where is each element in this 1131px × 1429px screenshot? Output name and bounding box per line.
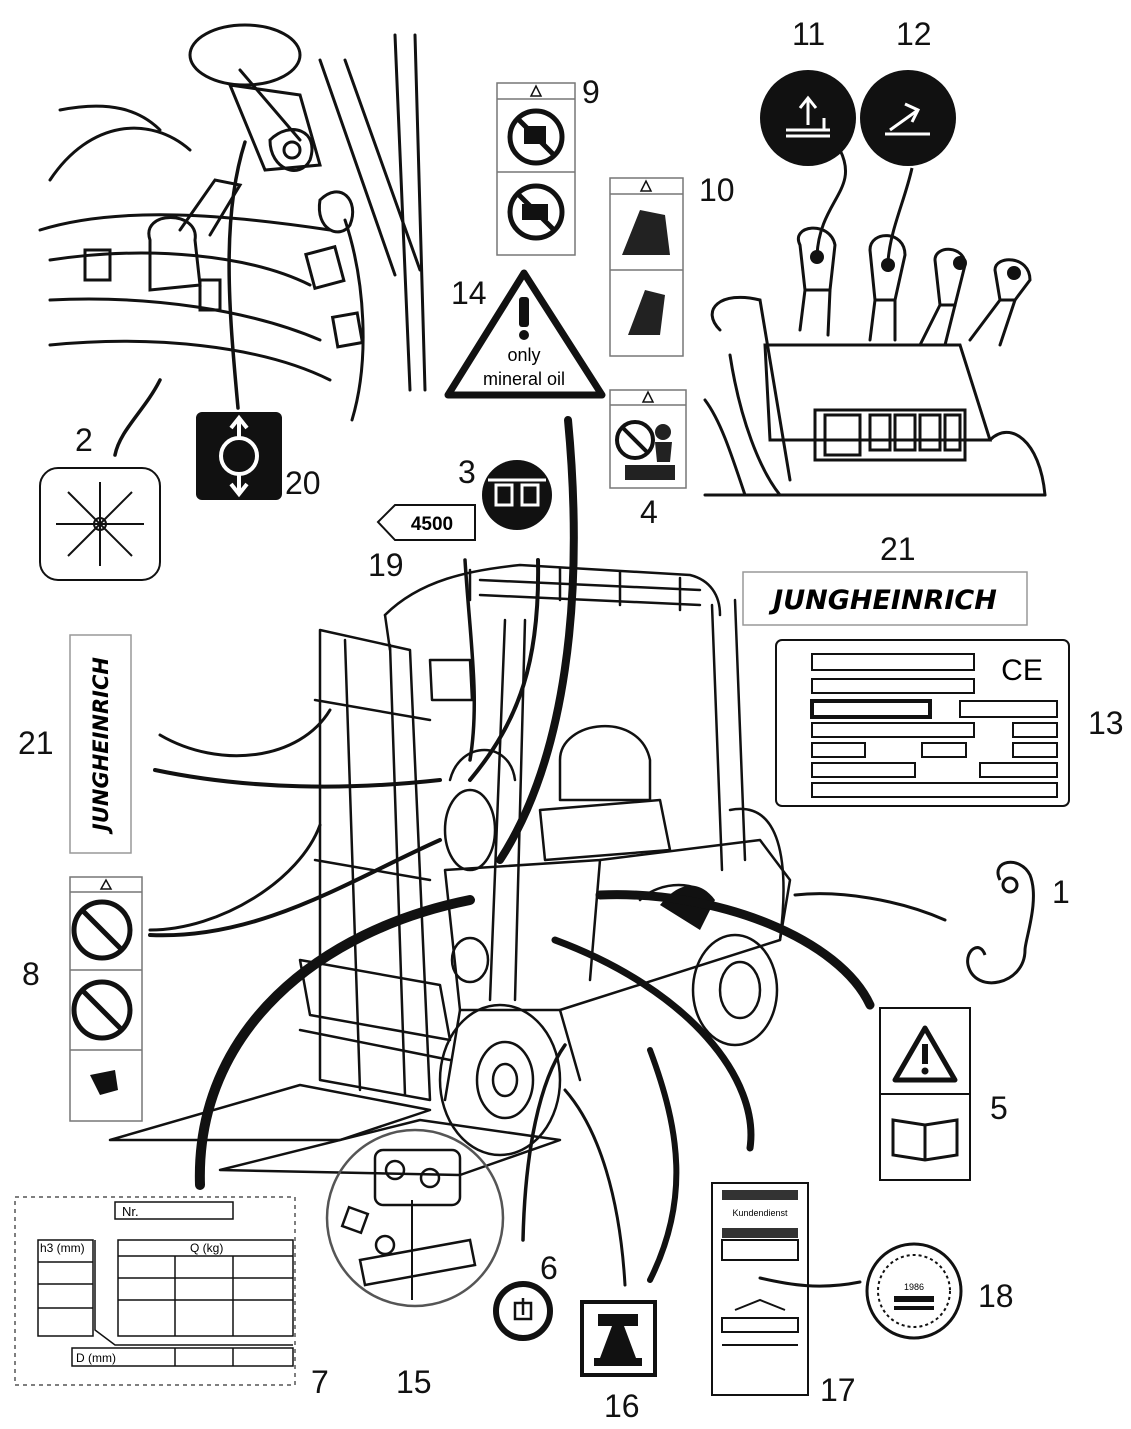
load-chart-q: Q (kg) — [190, 1241, 223, 1255]
nameplate — [775, 639, 1070, 807]
fork-lock-detail — [325, 1128, 505, 1308]
callout-1: 1 — [1052, 874, 1070, 910]
cab-detail-drawing — [38, 23, 427, 392]
callout-19: 19 — [368, 547, 404, 583]
load-chart-d: D (mm) — [76, 1351, 116, 1365]
callout-11: 11 — [792, 16, 826, 52]
callout-18: 18 — [978, 1278, 1014, 1314]
callout-20: 20 — [285, 465, 321, 501]
callout-17: 17 — [820, 1372, 856, 1408]
mineral-oil-line2: mineral oil — [483, 369, 565, 389]
brand-decal-vertical — [69, 634, 132, 854]
callout-8: 8 — [22, 956, 40, 992]
lever-detail-drawing — [703, 226, 1047, 497]
leader-lines — [113, 140, 947, 1288]
callout-4: 4 — [640, 494, 658, 530]
hook-icon — [966, 860, 1035, 985]
no-standing-under-load-icon — [496, 82, 576, 256]
no-standing-on-forks-label — [69, 876, 143, 1122]
steering-column-adjust-icon — [196, 412, 282, 500]
load-chart-nr: Nr. — [122, 1204, 139, 1219]
callout-12: 12 — [896, 16, 932, 52]
callout-2: 2 — [75, 422, 93, 458]
callout-13: 13 — [1088, 705, 1124, 741]
load-chart — [14, 1196, 296, 1386]
callout-6: 6 — [540, 1250, 558, 1286]
forklift-drawing — [108, 563, 792, 1177]
capacity-value: 4500 — [411, 514, 453, 535]
manual-book-icon — [891, 1118, 959, 1162]
lift-lever-icon — [760, 70, 856, 166]
seal-year: 1986 — [904, 1282, 924, 1292]
callout-5: 5 — [990, 1090, 1008, 1126]
callout-3: 3 — [458, 454, 476, 490]
ce-mark-icon: CE — [1001, 654, 1043, 687]
brand-name-horizontal: JUNGHEINRICH — [768, 585, 997, 616]
joystick-function-icon — [39, 467, 161, 581]
callout-7: 7 — [311, 1364, 329, 1400]
tow-point-icon — [493, 1281, 553, 1341]
tilt-lever-icon — [860, 70, 956, 166]
callout-15: 15 — [396, 1364, 432, 1400]
load-chart-h3: h3 (mm) — [40, 1241, 85, 1255]
capacity-badge — [376, 504, 476, 541]
callout-21-left: 21 — [18, 725, 54, 761]
callout-16: 16 — [604, 1388, 640, 1424]
brand-decal-horizontal — [742, 571, 1028, 626]
lever-knob-dots — [810, 250, 1021, 280]
brand-name-vertical: JUNGHEINRICH — [89, 657, 113, 835]
inspection-seal-icon — [865, 1242, 963, 1340]
warning-manual-label — [879, 1007, 971, 1181]
service-label — [711, 1182, 809, 1396]
mineral-oil-warning-icon — [444, 269, 606, 399]
callout-21-top: 21 — [880, 531, 916, 567]
jack-point-icon — [580, 1300, 657, 1377]
mineral-oil-line1: only — [507, 345, 540, 365]
warning-triangle-icon — [892, 1025, 958, 1083]
callout-10: 10 — [699, 172, 735, 208]
battery-connector-icon — [482, 460, 552, 530]
service-title: Kundendienst — [732, 1208, 788, 1218]
operator-safety-label — [609, 177, 684, 357]
callout-14: 14 — [451, 275, 487, 311]
no-passengers-icon — [609, 389, 687, 489]
callout-9: 9 — [582, 74, 600, 110]
